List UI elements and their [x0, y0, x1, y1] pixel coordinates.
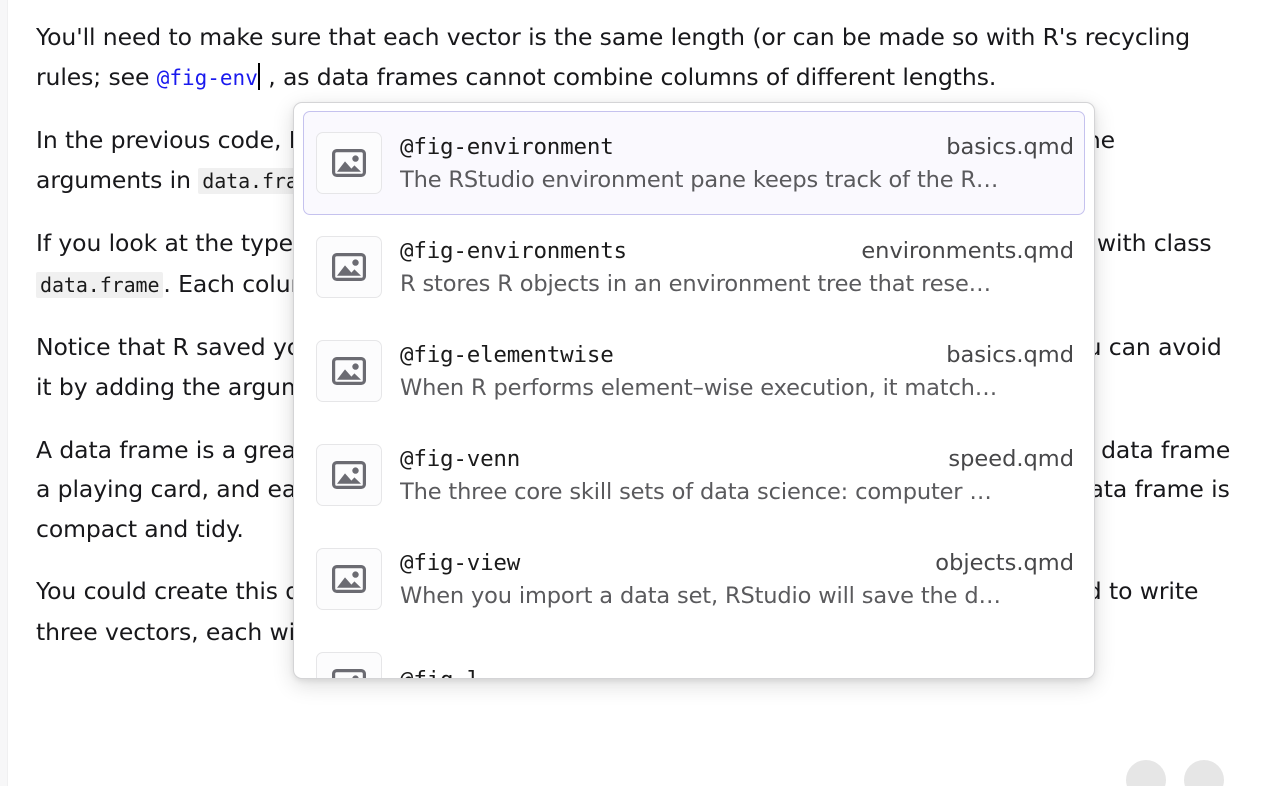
- editor-gutter: [0, 0, 8, 786]
- autocomplete-item-title: @fig-environment: [400, 133, 614, 160]
- autocomplete-item-title: @fig-view: [400, 549, 521, 576]
- floating-action-button-right[interactable]: [1184, 760, 1224, 786]
- p1-text-a: You'll need to make sure that each vecto…: [36, 23, 1078, 51]
- inline-code-dataframe-2: data.frame: [36, 271, 164, 298]
- p4-text-a: Notice that R saved: [36, 333, 266, 362]
- autocomplete-item-file: basics.qmd: [946, 341, 1074, 368]
- autocomplete-item-header: @fig-l: [400, 667, 1074, 679]
- autocomplete-item-fig-environments[interactable]: @fig-environments environments.qmd R sto…: [303, 215, 1085, 319]
- autocomplete-item-body: @fig-view objects.qmd When you import a …: [400, 550, 1074, 609]
- autocomplete-item-header: @fig-environments environments.qmd: [400, 238, 1074, 264]
- image-placeholder-icon: [316, 444, 382, 506]
- autocomplete-item-description: The three core skill sets of data scienc…: [400, 478, 992, 505]
- p5-text-a: A data frame is a gr: [36, 435, 268, 464]
- autocomplete-item-fig-view[interactable]: @fig-view objects.qmd When you import a …: [303, 527, 1085, 631]
- autocomplete-item-fig-environment[interactable]: @fig-environment basics.qmd The RStudio …: [303, 111, 1085, 215]
- autocomplete-item-file: objects.qmd: [935, 549, 1074, 576]
- floating-action-button-left[interactable]: [1126, 760, 1166, 786]
- autocomplete-item-fig-venn[interactable]: @fig-venn speed.qmd The three core skill…: [303, 423, 1085, 527]
- autocomplete-item-title: @fig-environments: [400, 237, 627, 264]
- autocomplete-item-body: @fig-environments environments.qmd R sto…: [400, 238, 1074, 297]
- crossref-autocomplete-popup[interactable]: @fig-environment basics.qmd The RStudio …: [293, 102, 1095, 679]
- paragraph-1: You'll need to make sure that each vecto…: [36, 18, 1234, 98]
- crossref-token[interactable]: @fig-env: [156, 65, 258, 90]
- p3-text-a: If you look at the ty: [36, 229, 264, 258]
- autocomplete-item-fig-elementwise[interactable]: @fig-elementwise basics.qmd When R perfo…: [303, 319, 1085, 423]
- text-caret: [257, 62, 260, 90]
- image-placeholder-icon: [316, 652, 382, 678]
- autocomplete-item-file: basics.qmd: [946, 133, 1074, 160]
- autocomplete-item-file: environments.qmd: [861, 237, 1074, 264]
- p2-text-a: In the previous code: [36, 125, 274, 154]
- autocomplete-item-title: @fig-l: [400, 667, 480, 679]
- autocomplete-item-body: @fig-elementwise basics.qmd When R perfo…: [400, 342, 1074, 401]
- p1-text-b: recycling rules; see: [36, 23, 1191, 91]
- autocomplete-item-body: @fig-l: [400, 667, 1074, 679]
- autocomplete-item-body: @fig-venn speed.qmd The three core skill…: [400, 446, 1074, 505]
- autocomplete-item-title: @fig-venn: [400, 445, 521, 472]
- autocomplete-list[interactable]: @fig-environment basics.qmd The RStudio …: [303, 111, 1085, 678]
- image-placeholder-icon: [316, 132, 382, 194]
- autocomplete-item-description: When R performs element–wise execution, …: [400, 374, 998, 401]
- autocomplete-item-header: @fig-view objects.qmd: [400, 550, 1074, 576]
- autocomplete-item-header: @fig-environment basics.qmd: [400, 134, 1074, 160]
- autocomplete-item-description: R stores R objects in an environment tre…: [400, 270, 991, 297]
- autocomplete-item-description: The RStudio environment pane keeps track…: [400, 166, 999, 193]
- autocomplete-item-header: @fig-elementwise basics.qmd: [400, 342, 1074, 368]
- p5-text-c: data frame a playing: [36, 435, 1231, 504]
- p1-text-c: , as data frames cannot combine columns …: [260, 62, 997, 91]
- autocomplete-item-file: speed.qmd: [948, 445, 1074, 472]
- image-placeholder-icon: [316, 340, 382, 402]
- autocomplete-item-header: @fig-venn speed.qmd: [400, 446, 1074, 472]
- autocomplete-item-title: @fig-elementwise: [400, 341, 614, 368]
- autocomplete-item-body: @fig-environment basics.qmd The RStudio …: [400, 134, 1074, 193]
- autocomplete-item-description: When you import a data set, RStudio will…: [400, 582, 1001, 609]
- autocomplete-item-partial[interactable]: @fig-l: [303, 631, 1085, 678]
- image-placeholder-icon: [316, 236, 382, 298]
- image-placeholder-icon: [316, 548, 382, 610]
